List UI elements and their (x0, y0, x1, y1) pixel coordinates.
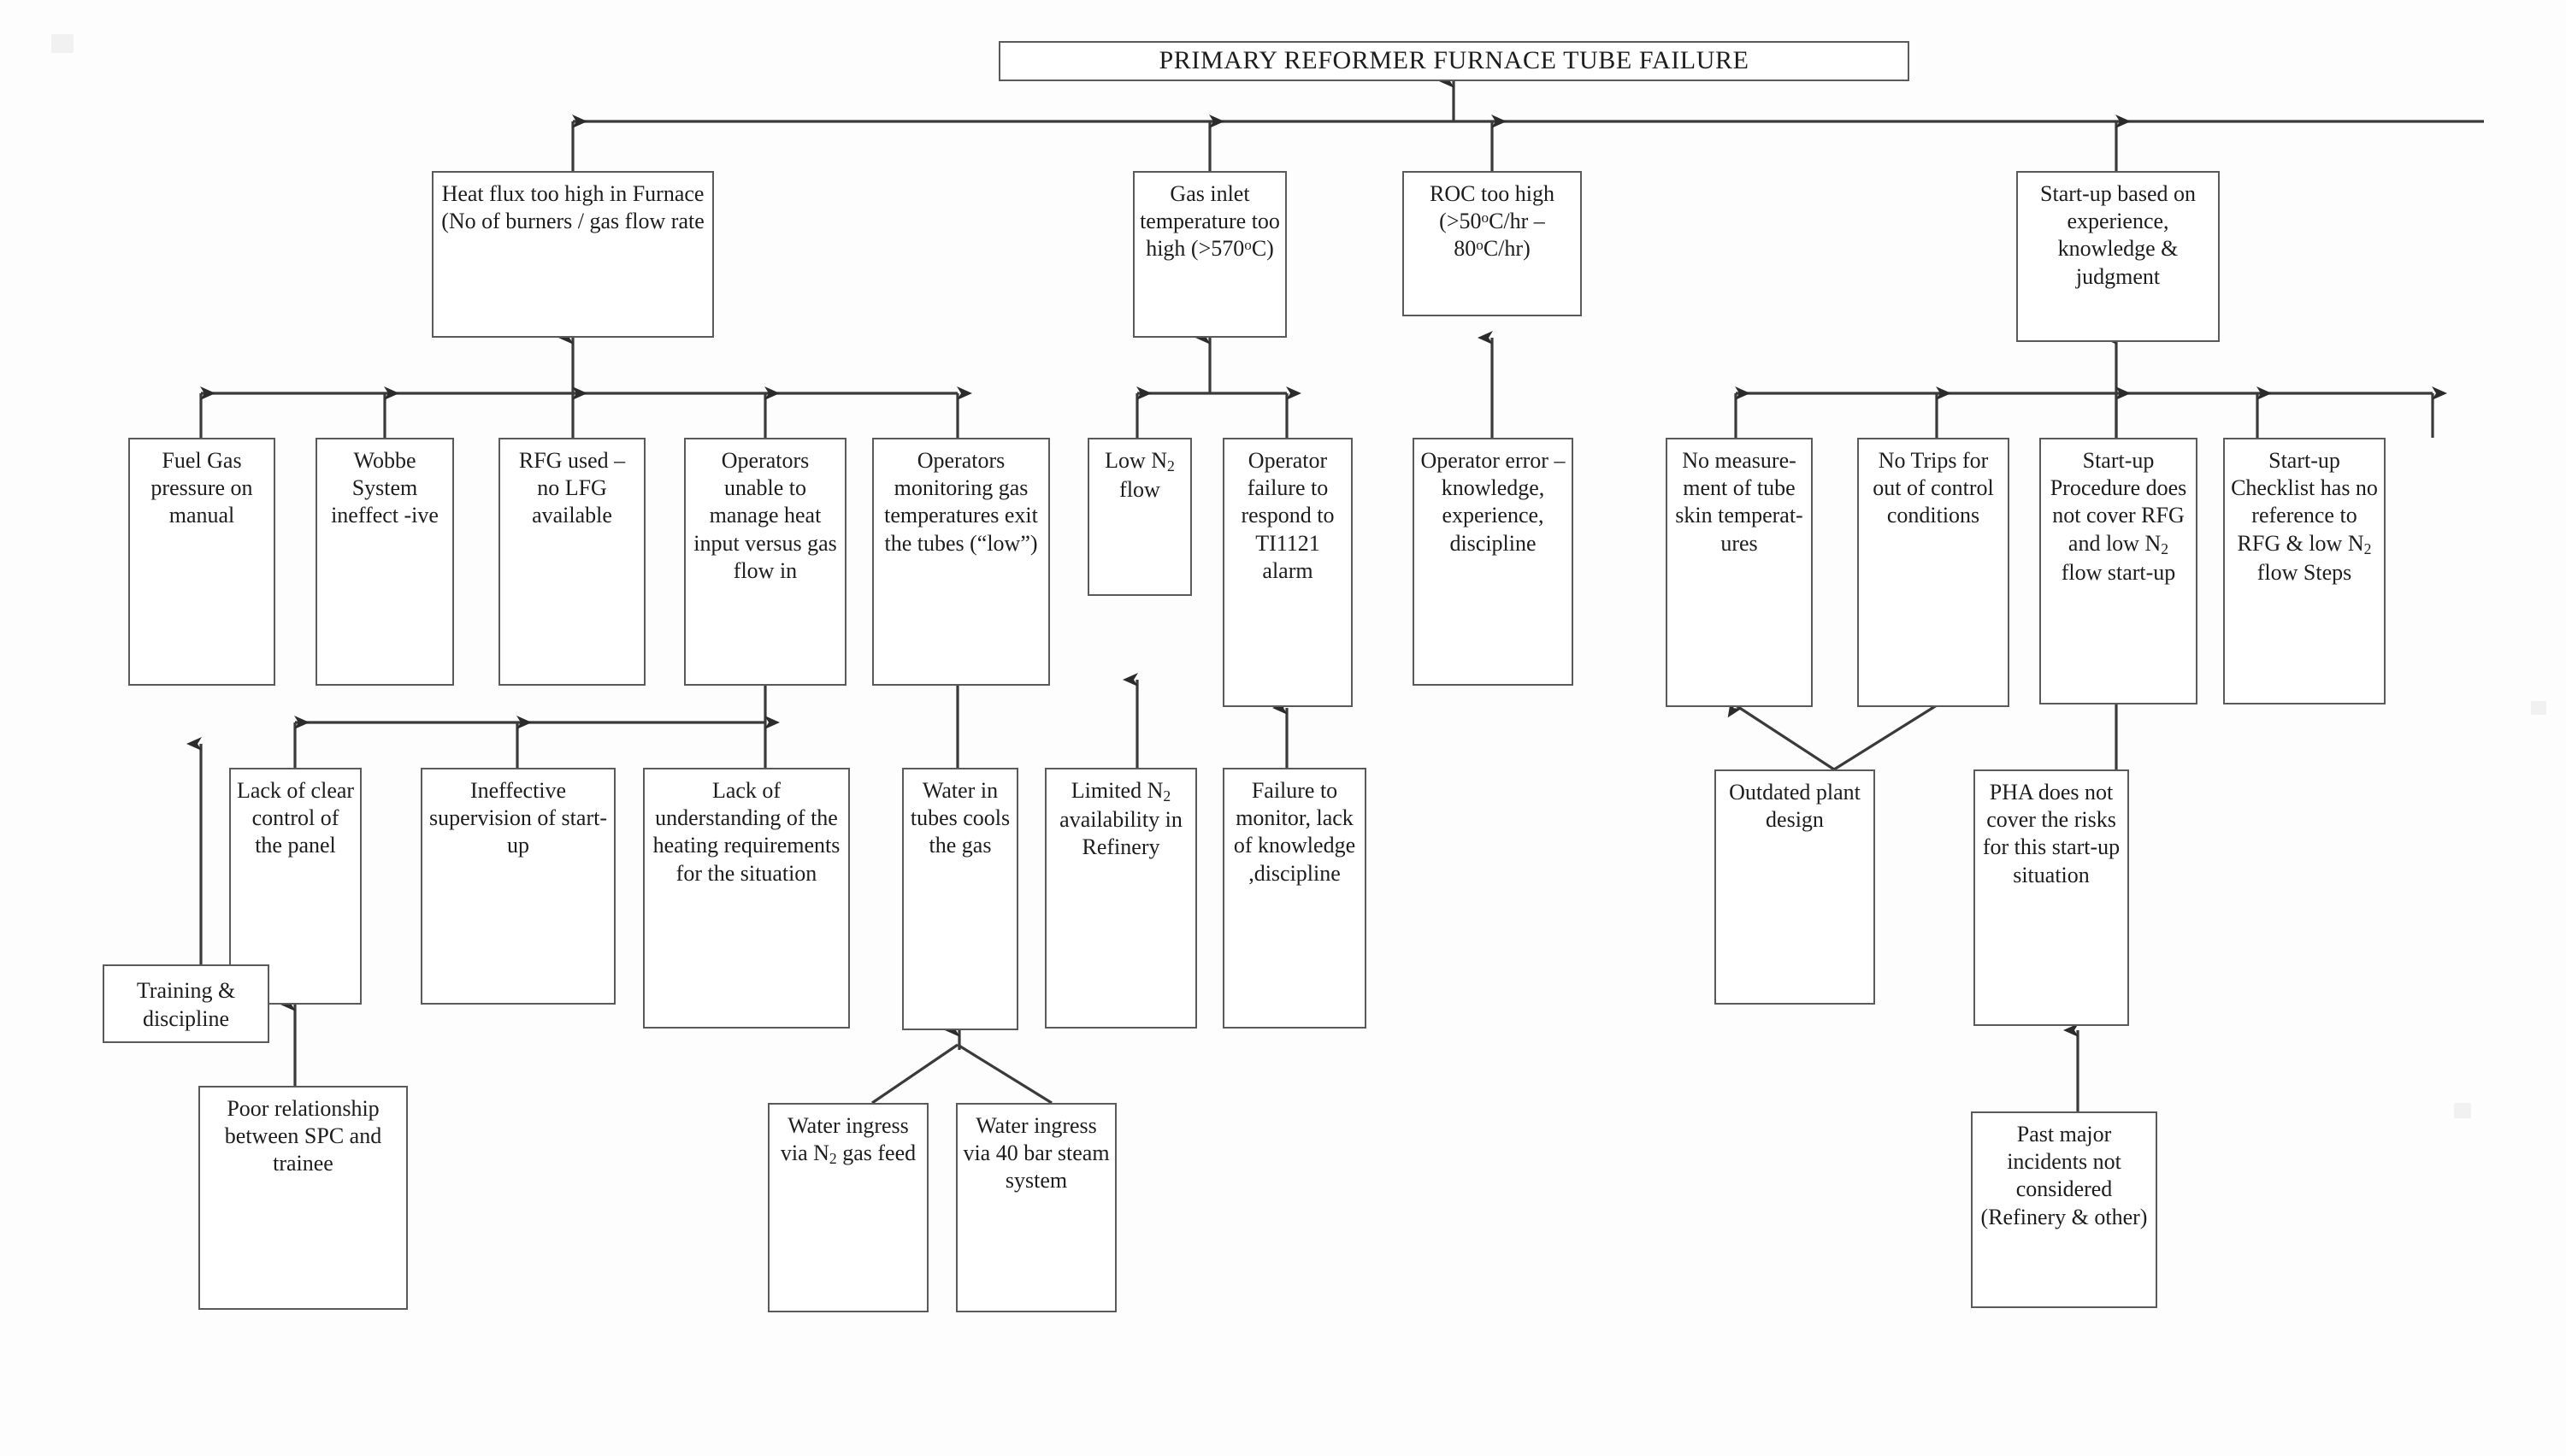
node-water-in-tubes[interactable]: Water in tubes cools the gas (902, 768, 1018, 1030)
node-water-ingress-n2-label: Water ingress via N2 gas feed (780, 1113, 917, 1168)
node-limited-n2[interactable]: Limited N2 availability in Refinery (1045, 768, 1197, 1029)
node-roc-too-high[interactable]: ROC too high (>50oC/hr – 80oC/hr) (1402, 171, 1582, 316)
node-lack-understanding-label: Lack of understanding of the heating req… (652, 778, 841, 886)
node-root[interactable]: PRIMARY REFORMER FURNACE TUBE FAILURE (999, 41, 1909, 81)
scan-speck (2531, 701, 2546, 715)
node-ineffective-supervision[interactable]: Ineffective supervision of start-up (421, 768, 616, 1005)
node-lack-of-control-label: Lack of clear control of the panel (236, 778, 355, 858)
node-ops-monitoring-label: Operators monitoring gas temperatures ex… (884, 448, 1038, 556)
node-no-measurement-label: No measure-ment of tube skin temperat-ur… (1675, 448, 1803, 556)
node-water-ingress-steam[interactable]: Water ingress via 40 bar steam system (956, 1103, 1117, 1312)
node-root-label: PRIMARY REFORMER FURNACE TUBE FAILURE (1159, 45, 1749, 74)
node-water-ingress-n2[interactable]: Water ingress via N2 gas feed (768, 1103, 929, 1312)
node-no-trips-label: No Trips for out of control conditions (1873, 448, 1994, 528)
node-outdated-plant-design[interactable]: Outdated plant design (1714, 769, 1875, 1005)
node-startup-procedure[interactable]: Start-up Procedure does not cover RFG an… (2039, 438, 2197, 704)
node-fuel-gas-manual-label: Fuel Gas pressure on manual (150, 448, 253, 528)
scan-speck (2454, 1103, 2471, 1118)
node-heat-flux[interactable]: Heat flux too high in Furnace (No of bur… (432, 171, 714, 338)
node-wobbe-system[interactable]: Wobbe System ineffect -ive (316, 438, 454, 686)
node-failure-to-monitor-label: Failure to monitor, lack of knowledge ,d… (1233, 778, 1356, 886)
node-training-discipline-label: Training & discipline (136, 978, 236, 1031)
node-pha-not-cover[interactable]: PHA does not cover the risks for this st… (1973, 769, 2129, 1026)
node-outdated-plant-design-label: Outdated plant design (1729, 780, 1861, 833)
node-op-fail-respond[interactable]: Operator failure to respond to TI1121 al… (1223, 438, 1353, 707)
node-ops-unable-label: Operators unable to manage heat input ve… (693, 448, 837, 583)
node-rfg-used[interactable]: RFG used – no LFG available (498, 438, 646, 686)
scan-speck (51, 34, 74, 53)
node-gas-inlet-temp[interactable]: Gas inlet temperature too high (>570oC) (1133, 171, 1287, 338)
node-startup-based-label: Start-up based on experience, knowledge … (2040, 181, 2196, 289)
node-water-ingress-steam-label: Water ingress via 40 bar steam system (963, 1113, 1110, 1194)
node-training-discipline[interactable]: Training & discipline (103, 964, 269, 1043)
node-pha-not-cover-label: PHA does not cover the risks for this st… (1982, 780, 2121, 887)
node-startup-checklist-label: Start-up Checklist has no reference to R… (2231, 448, 2378, 585)
node-rfg-used-label: RFG used – no LFG available (518, 448, 626, 528)
node-gas-inlet-temp-label: Gas inlet temperature too high (>570oC) (1140, 181, 1280, 262)
node-poor-relationship-label: Poor relationship between SPC and traine… (224, 1096, 382, 1176)
node-operator-error-label: Operator error – knowledge, experience, … (1420, 448, 1566, 556)
node-lack-understanding[interactable]: Lack of understanding of the heating req… (643, 768, 850, 1029)
node-startup-procedure-label: Start-up Procedure does not cover RFG an… (2050, 448, 2187, 585)
node-startup-checklist[interactable]: Start-up Checklist has no reference to R… (2223, 438, 2386, 704)
node-wobbe-system-label: Wobbe System ineffect -ive (331, 448, 439, 528)
node-low-n2-flow[interactable]: Low N2 flow (1088, 438, 1192, 596)
node-ineffective-supervision-label: Ineffective supervision of start-up (429, 778, 607, 858)
node-startup-based[interactable]: Start-up based on experience, knowledge … (2016, 171, 2220, 342)
node-ops-monitoring[interactable]: Operators monitoring gas temperatures ex… (872, 438, 1050, 686)
node-poor-relationship[interactable]: Poor relationship between SPC and traine… (198, 1086, 408, 1310)
node-ops-unable[interactable]: Operators unable to manage heat input ve… (684, 438, 846, 686)
node-roc-too-high-label: ROC too high (>50oC/hr – 80oC/hr) (1430, 181, 1554, 262)
node-failure-to-monitor[interactable]: Failure to monitor, lack of knowledge ,d… (1223, 768, 1366, 1029)
node-low-n2-flow-label: Low N2 flow (1105, 448, 1175, 502)
node-past-incidents[interactable]: Past major incidents not considered (Ref… (1971, 1111, 2157, 1308)
node-no-measurement[interactable]: No measure-ment of tube skin temperat-ur… (1666, 438, 1813, 707)
node-operator-error[interactable]: Operator error – knowledge, experience, … (1413, 438, 1573, 686)
node-water-in-tubes-label: Water in tubes cools the gas (910, 778, 1011, 858)
node-no-trips[interactable]: No Trips for out of control conditions (1857, 438, 2009, 707)
node-limited-n2-label: Limited N2 availability in Refinery (1059, 778, 1183, 860)
node-op-fail-respond-label: Operator failure to respond to TI1121 al… (1241, 448, 1335, 583)
node-heat-flux-label: Heat flux too high in Furnace (No of bur… (441, 181, 705, 234)
node-past-incidents-label: Past major incidents not considered (Ref… (1980, 1122, 2148, 1229)
node-fuel-gas-manual[interactable]: Fuel Gas pressure on manual (128, 438, 275, 686)
